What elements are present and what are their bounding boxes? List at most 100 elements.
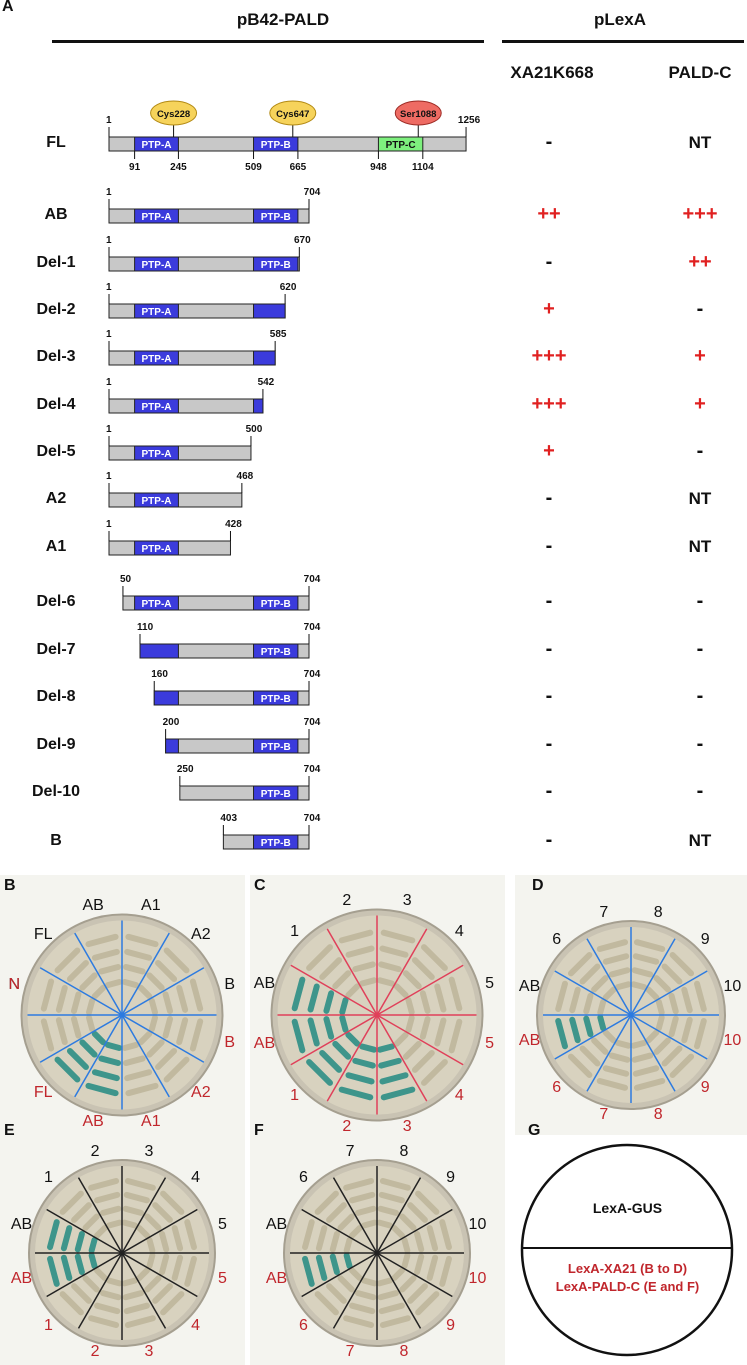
- plate-panel-e: [0, 1135, 245, 1365]
- yeast-streak: [189, 1018, 204, 1052]
- plate-label-red: 10: [468, 1269, 487, 1287]
- yeast-streak: [171, 1225, 184, 1252]
- position-label: 1: [106, 282, 112, 293]
- yeast-streak: [85, 1082, 119, 1097]
- yeast-streak: [326, 1202, 347, 1223]
- petri-plate: [515, 875, 747, 1135]
- sector-line: [376, 964, 464, 1016]
- yeast-streak: [360, 1219, 378, 1229]
- yeast-streak: [630, 981, 648, 991]
- row-name: Del-6: [36, 593, 76, 610]
- yeast-streak: [122, 963, 146, 975]
- yeast-streak: [349, 1302, 376, 1315]
- row-name: FL: [46, 134, 66, 151]
- plate-label-black: A1: [141, 897, 161, 915]
- sector-line: [77, 1177, 123, 1254]
- yeast-streak: [124, 1069, 153, 1082]
- sector-line: [121, 1014, 205, 1063]
- yeast-streak: [82, 1275, 100, 1293]
- yeast-streak: [88, 1236, 98, 1254]
- yeast-streak: [189, 978, 204, 1012]
- sector-line: [376, 1208, 453, 1254]
- yeast-streak: [314, 1190, 339, 1215]
- result-xa21: -: [545, 829, 553, 851]
- yeast-streak: [146, 1039, 165, 1058]
- yeast-streak: [694, 1017, 707, 1050]
- yeast-streak: [136, 1224, 151, 1239]
- plate-label-red: 5: [218, 1269, 227, 1287]
- yeast-streak: [155, 1048, 178, 1071]
- row-name: Del-8: [36, 688, 76, 705]
- sector-line: [290, 964, 378, 1016]
- yeast-streak: [352, 1057, 376, 1069]
- position-label: 200: [163, 717, 180, 728]
- yeast-streak: [307, 1017, 320, 1047]
- plate-label-red: 7: [345, 1343, 355, 1361]
- legend-bottom-line2: LexA-PALD-C (E and F): [555, 1279, 700, 1294]
- plate-label-red: 3: [144, 1343, 154, 1361]
- position-label: 704: [304, 574, 321, 585]
- modification-site-oval: [269, 100, 317, 126]
- yeast-streak: [91, 984, 107, 1000]
- yeast-streak: [402, 970, 422, 990]
- yeast-streak: [402, 1040, 422, 1060]
- yeast-streak: [86, 1014, 96, 1033]
- position-label: 620: [280, 282, 297, 293]
- domain-label: PTP-A: [142, 599, 172, 610]
- yeast-streak: [71, 1202, 92, 1223]
- header-plexa: pLexA: [594, 10, 646, 29]
- sector-line: [121, 932, 170, 1016]
- yeast-streak: [591, 1037, 609, 1055]
- domain-label: PTP-B: [261, 212, 291, 223]
- domain-label: PTP-B: [261, 140, 291, 151]
- sector-line: [630, 938, 676, 1016]
- yeast-streak: [122, 1205, 144, 1216]
- yeast-streak: [144, 1275, 162, 1293]
- domain-box: [134, 303, 179, 319]
- yeast-streak: [60, 1254, 73, 1281]
- domain-boundary-label: 665: [290, 162, 307, 173]
- yeast-streak: [122, 1055, 146, 1067]
- yeast-streak: [125, 1082, 159, 1097]
- sector-line: [301, 1208, 378, 1254]
- yeast-streak: [123, 1191, 150, 1204]
- yeast-streak: [338, 1086, 374, 1101]
- plate-label-black: 7: [599, 903, 609, 921]
- plate-label-black: 2: [342, 892, 352, 910]
- yeast-streak: [88, 1315, 120, 1328]
- yeast-streak: [315, 1254, 328, 1281]
- result-pald-c: NT: [688, 489, 712, 508]
- yeast-streak: [608, 967, 631, 978]
- result-xa21: -: [545, 131, 553, 153]
- protein-bar: [108, 398, 264, 414]
- yeast-streak: [345, 1072, 375, 1085]
- protein-bar: [108, 445, 252, 461]
- yeast-streak: [377, 1290, 399, 1301]
- panel-a-letter: A: [2, 0, 14, 15]
- domain-box: [253, 303, 286, 319]
- domain-box: [134, 256, 179, 272]
- modification-site-oval: [150, 100, 198, 126]
- yeast-streak: [338, 929, 374, 944]
- yeast-streak: [163, 947, 190, 974]
- yeast-streak: [405, 997, 415, 1016]
- domain-box: [134, 595, 179, 611]
- plate-label-black: 7: [345, 1142, 355, 1160]
- position-label: 1: [106, 235, 112, 246]
- sector-line: [121, 1252, 198, 1298]
- position-label: 704: [304, 187, 321, 198]
- legend-bottom-line1: LexA-XA21 (B to D): [567, 1261, 688, 1276]
- domain-label: PTP-B: [261, 599, 291, 610]
- yeast-streak: [407, 1283, 428, 1304]
- plate-label-red: B: [224, 1033, 236, 1051]
- plate-label-black: N: [8, 976, 21, 994]
- plate-label-black: 10: [723, 977, 742, 995]
- yeast-streak: [306, 1058, 334, 1086]
- yeast-streak: [414, 1231, 425, 1253]
- yeast-streak: [633, 939, 666, 952]
- position-label: 704: [304, 813, 321, 824]
- yeast-streak: [399, 1275, 417, 1293]
- yeast-streak: [85, 933, 119, 948]
- plate-label-red: 1: [44, 1316, 53, 1334]
- yeast-streak: [121, 979, 140, 989]
